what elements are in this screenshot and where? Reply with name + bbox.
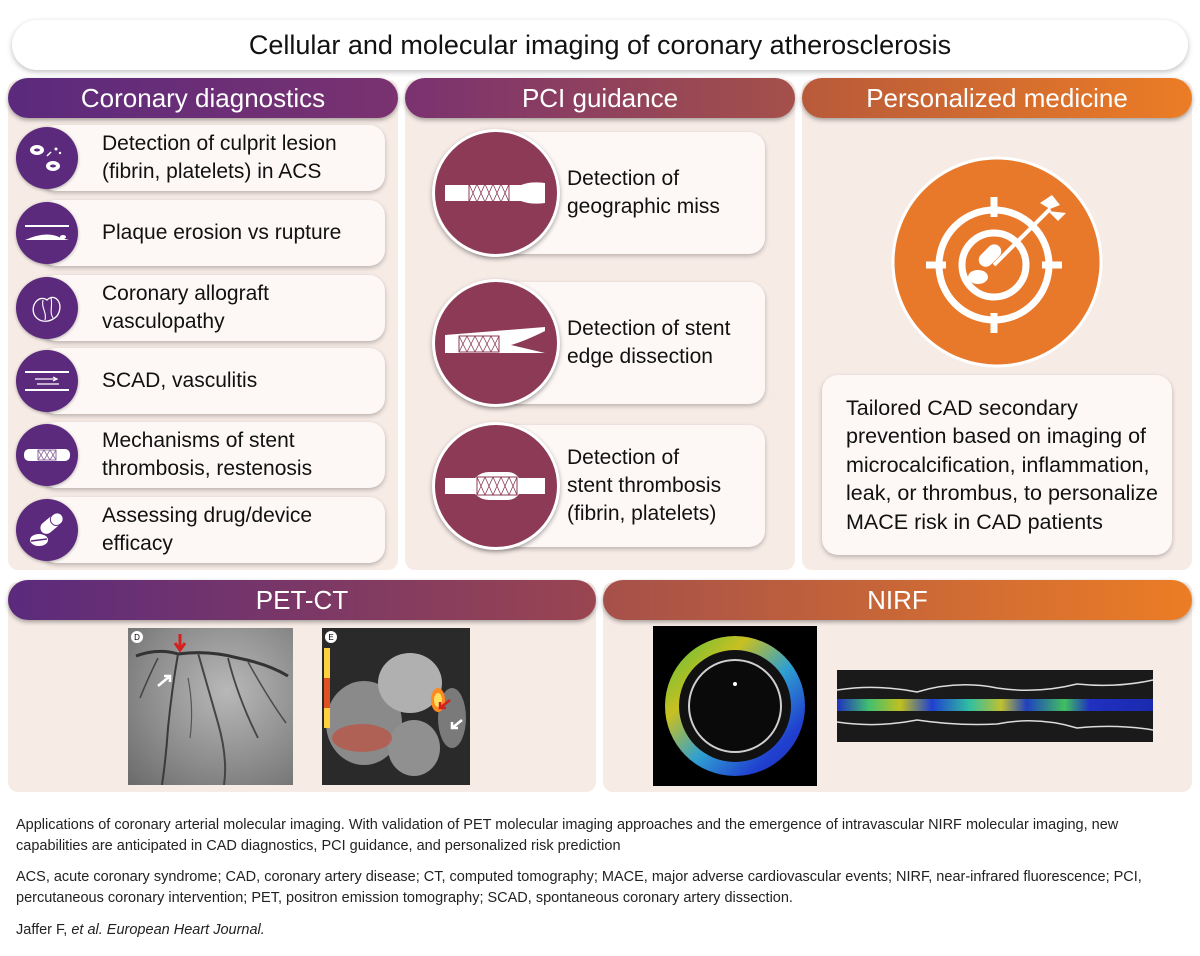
item-text: (fibrin, platelets)	[567, 502, 717, 525]
item-text: Detection of stent	[567, 317, 731, 340]
nirf-longitudinal-image	[837, 670, 1153, 742]
figure-title: Cellular and molecular imaging of corona…	[12, 20, 1188, 70]
pill-icon	[16, 499, 78, 561]
coronary-diagnostics-header: Coronary diagnostics	[8, 78, 398, 118]
item-text: Detection of culprit lesion	[102, 132, 337, 155]
diagnostics-item-erosion: Plaque erosion vs rupture	[40, 200, 385, 266]
item-text: vasculopathy	[102, 310, 225, 333]
item-text: Assessing drug/device	[102, 504, 313, 527]
item-text: geographic miss	[567, 195, 720, 218]
pet-ct-image: E	[322, 628, 470, 785]
citation: Jaffer F, et al. European Heart Journal.	[16, 920, 816, 941]
stent-geographic-miss-icon	[432, 129, 560, 257]
figure-caption: Applications of coronary arterial molecu…	[16, 817, 1119, 854]
item-text: Mechanisms of stent	[102, 429, 295, 452]
diagnostics-item-drug: Assessing drug/device efficacy	[40, 497, 385, 563]
card-line: MACE risk in CAD patients	[846, 509, 1103, 534]
card-line: prevention based on imaging of	[846, 424, 1147, 449]
item-text: Plaque erosion vs rupture	[102, 221, 342, 244]
diagnostics-item-culprit: Detection of culprit lesion (fibrin, plat…	[40, 125, 385, 191]
heart-vessel-icon	[16, 277, 78, 339]
item-text: stent thrombosis	[567, 474, 722, 497]
personalized-medicine-header: Personalized medicine	[802, 78, 1192, 118]
personalized-medicine-card: Tailored CAD secondary prevention based …	[822, 375, 1172, 555]
stent-icon	[16, 424, 78, 486]
pci-guidance-header: PCI guidance	[405, 78, 795, 118]
item-text: SCAD, vasculitis	[102, 369, 258, 392]
angiogram-image: D	[128, 628, 293, 785]
item-text: (fibrin, platelets) in ACS	[102, 160, 322, 183]
item-text: Detection of	[567, 167, 680, 190]
cells-icon	[16, 127, 78, 189]
card-line: leak, or thrombus, to personalize	[846, 481, 1158, 506]
stent-edge-dissection-icon	[432, 279, 560, 407]
card-line: microcalcification, inflammation,	[846, 452, 1150, 477]
abbreviations-line-1: ACS, acute coronary syndrome; CAD, coron…	[16, 869, 1142, 885]
target-icon	[890, 155, 1105, 370]
item-text: efficacy	[102, 532, 173, 555]
diagnostics-item-allograft: Coronary allograft vasculopathy	[40, 275, 385, 341]
diagnostics-item-scad: SCAD, vasculitis	[40, 348, 385, 414]
item-text: Detection of	[567, 446, 680, 469]
panel-label-d: D	[134, 633, 140, 642]
stent-thrombosis-icon	[432, 422, 560, 550]
citation-source: et al. European Heart Journal.	[71, 922, 265, 938]
plaque-icon	[16, 202, 78, 264]
diagnostics-item-stent: Mechanisms of stent thrombosis, restenosi…	[40, 422, 385, 488]
item-text: edge dissection	[567, 345, 713, 368]
nirf-cross-section-image	[653, 626, 817, 786]
citation-author: Jaffer F,	[16, 922, 72, 938]
nirf-header: NIRF	[603, 580, 1192, 620]
dissection-icon	[16, 350, 78, 412]
item-text: Coronary allograft	[102, 282, 269, 305]
panel-label-e: E	[328, 633, 333, 642]
card-line: Tailored CAD secondary	[846, 395, 1078, 420]
pet-ct-header: PET-CT	[8, 580, 596, 620]
item-text: thrombosis, restenosis	[102, 457, 313, 480]
abbreviations-line-2: percutaneous coronary intervention; PET,…	[16, 890, 793, 906]
